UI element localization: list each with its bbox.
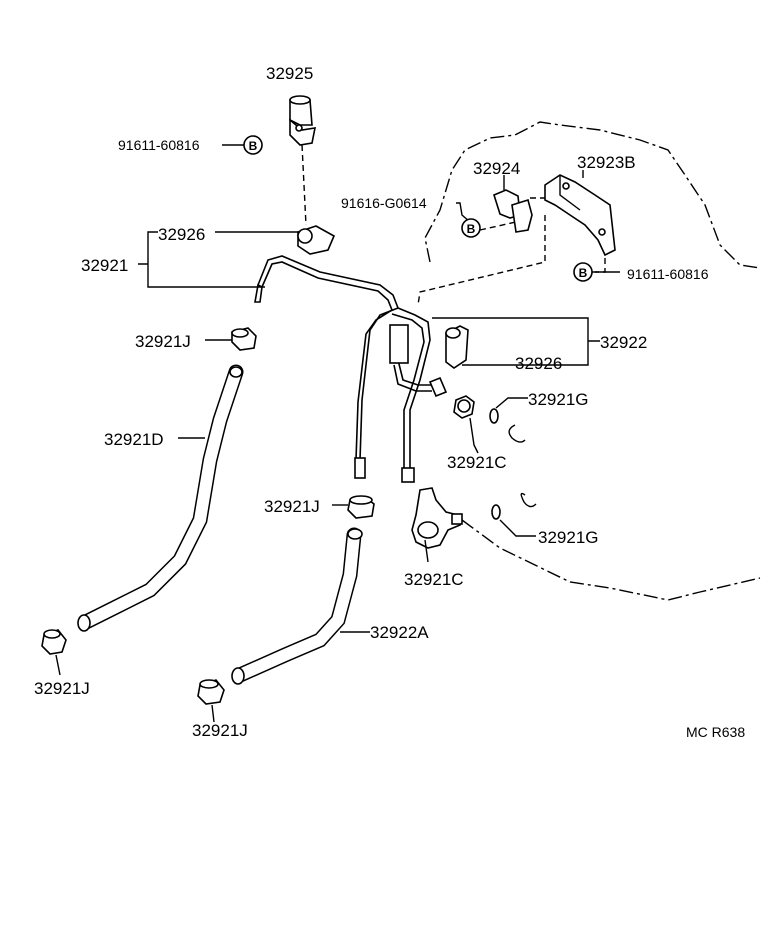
dashed-leader-32925 xyxy=(301,144,307,226)
label-32922: 32922 xyxy=(600,333,647,352)
connector-32921C-b-icon xyxy=(411,487,463,563)
label-32921G-b: 32921G xyxy=(538,528,599,547)
svg-text:B: B xyxy=(467,222,476,236)
label-32921G-a: 32921G xyxy=(528,390,589,409)
bracket-32923B-icon xyxy=(544,170,616,257)
dashed-leader-bracket xyxy=(417,215,546,306)
clamp-32921J-bm-icon xyxy=(197,679,225,723)
oring-32921G-a-icon xyxy=(489,397,528,443)
oring-32921G-b-icon xyxy=(491,492,537,537)
clamp-32921J-b-icon xyxy=(332,495,375,519)
svg-text:B: B xyxy=(579,266,588,280)
hose-32921D-icon xyxy=(77,364,244,632)
label-32921C-a: 32921C xyxy=(447,453,507,472)
bolt-icon: B xyxy=(222,135,263,155)
label-32925: 32925 xyxy=(266,64,313,83)
bolt-icon: B xyxy=(456,202,481,238)
label-32926-top: 32926 xyxy=(158,225,205,244)
label-32921C-b: 32921C xyxy=(404,570,464,589)
clamp-32921J-bl-icon xyxy=(41,629,67,676)
label-32924: 32924 xyxy=(473,159,520,178)
engine-outline xyxy=(424,121,761,269)
dashed-leader-bolt-mid xyxy=(479,219,526,231)
label-32921J-a: 32921J xyxy=(135,332,191,351)
connector-32921C-a-icon xyxy=(453,395,479,454)
label-ref-code: MC R638 xyxy=(686,724,745,740)
label-32921: 32921 xyxy=(81,256,128,275)
engine-outline-lower xyxy=(461,519,761,601)
leader-32921 xyxy=(138,231,265,288)
label-bolt-right: 91611-60816 xyxy=(627,266,709,282)
sleeve-32926-icon xyxy=(297,225,336,255)
bolt-icon: B xyxy=(573,262,620,282)
label-32921J-bl: 32921J xyxy=(34,679,90,698)
label-32921J-b: 32921J xyxy=(264,497,320,516)
label-bolt-top: 91611-60816 xyxy=(118,137,200,153)
label-bolt-mid: 91616-G0614 xyxy=(341,195,427,211)
label-32921D: 32921D xyxy=(104,430,164,449)
hose-32922A-icon xyxy=(231,527,370,685)
clamp-32925-icon xyxy=(289,95,317,146)
clip-32924-icon xyxy=(493,175,533,233)
label-32923B: 32923B xyxy=(577,153,636,172)
svg-text:B: B xyxy=(249,139,258,153)
leader-32922 xyxy=(432,317,600,366)
clamp-32921J-a-icon xyxy=(205,327,257,351)
label-32926-right: 32926 xyxy=(515,354,562,373)
sleeve-32926-right-icon xyxy=(445,325,469,369)
label-32922A: 32922A xyxy=(370,623,429,642)
pipe-assembly-32921 xyxy=(254,255,448,483)
label-32921J-bm: 32921J xyxy=(192,721,248,740)
